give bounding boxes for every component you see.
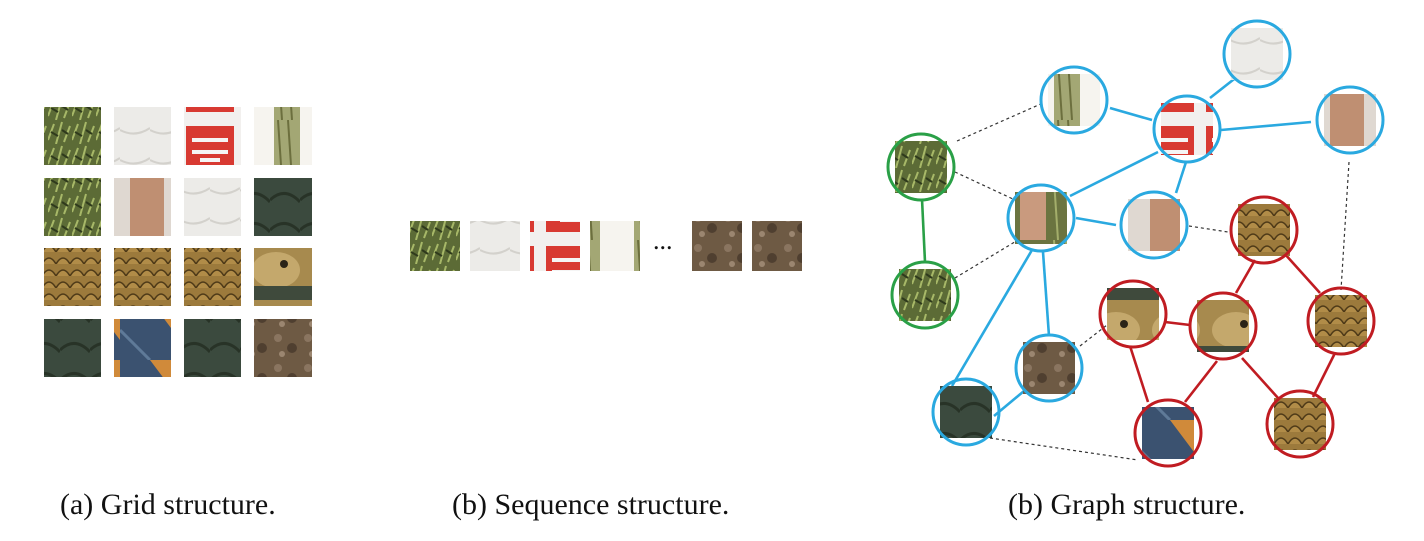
sequence-patch: [752, 221, 802, 271]
sequence-patch: [590, 221, 640, 271]
grid-patch: [184, 178, 241, 236]
graph-edge-red: [1164, 320, 1191, 327]
grid-patch: [254, 319, 312, 377]
grid-patch: [184, 107, 241, 165]
grid-patch: [44, 178, 101, 236]
graph-node-red: [1133, 398, 1203, 468]
graph-node-blue: [1119, 190, 1189, 260]
graph-edge-blue: [950, 249, 1034, 387]
grid-patch: [44, 107, 101, 165]
graph-node-blue: [1315, 85, 1385, 155]
sequence-patch: [470, 221, 520, 271]
grid-patch: [184, 248, 241, 306]
graph-edge-green: [920, 198, 927, 263]
caption-sequence: (b) Sequence structure.: [452, 488, 730, 521]
graph-edge-dotted: [954, 171, 1016, 201]
grid-patch: [184, 319, 241, 377]
sequence-ellipsis: ...: [653, 226, 673, 255]
graph-node-green: [886, 132, 956, 202]
grid-patch: [44, 248, 101, 306]
grid-patch: [44, 319, 101, 377]
graph-edge-red: [1128, 345, 1150, 403]
graph-edge-blue: [1220, 120, 1312, 132]
graph-edge-blue: [1069, 150, 1159, 198]
sequence-patch: [410, 221, 460, 271]
graph-edge-blue: [1041, 251, 1051, 337]
graph-node-blue: [1222, 19, 1292, 89]
grid-panel: [44, 107, 312, 377]
graph-node-blue: [1152, 94, 1222, 164]
graph-node-green: [890, 260, 960, 330]
grid-patch: [114, 178, 171, 236]
grid-patch: [114, 107, 171, 165]
graph-edge-red: [1311, 352, 1337, 398]
grid-patch: [114, 248, 171, 306]
grid-patch: [254, 248, 312, 306]
graph-node-blue: [1006, 183, 1076, 253]
graph-node-red: [1188, 291, 1258, 361]
sequence-patch: [692, 221, 742, 271]
graph-edge-dotted: [954, 239, 1019, 279]
graph-edge-red: [1234, 259, 1257, 294]
graph-node-blue: [1014, 333, 1084, 403]
caption-graph: (b) Graph structure.: [1008, 488, 1246, 521]
red-edges: [1128, 252, 1337, 403]
caption-grid: (a) Grid structure.: [60, 488, 276, 521]
sequence-patch: [530, 221, 580, 271]
blue-nodes: [931, 19, 1385, 447]
graph-node-red: [1265, 389, 1335, 459]
grid-patch: [254, 107, 312, 165]
graph-node-red: [1098, 279, 1168, 349]
graph-edge-blue: [1075, 216, 1117, 227]
graph-node-red: [1306, 286, 1376, 356]
graph-edge-red: [1283, 252, 1321, 294]
graph-panel: [886, 19, 1385, 468]
graph-edge-red: [1183, 360, 1219, 403]
graph-node-red: [1229, 195, 1299, 265]
grid-patch: [254, 178, 312, 236]
green-nodes: [886, 132, 960, 330]
graph-edge-blue: [1174, 161, 1188, 194]
dotted-edges: [954, 102, 1350, 461]
sequence-panel: ...: [410, 221, 802, 271]
graph-edge-dotted: [956, 102, 1044, 142]
red-nodes: [1098, 195, 1376, 468]
graph-edge-dotted: [1340, 161, 1350, 291]
graph-node-blue: [1039, 65, 1109, 135]
graph-edge-blue: [1109, 106, 1153, 122]
graph-edge-dotted: [1188, 225, 1229, 233]
graph-node-blue: [931, 377, 1001, 447]
graph-edge-dotted: [989, 437, 1139, 461]
grid-patch: [114, 319, 171, 377]
graph-edge-red: [1241, 357, 1279, 399]
